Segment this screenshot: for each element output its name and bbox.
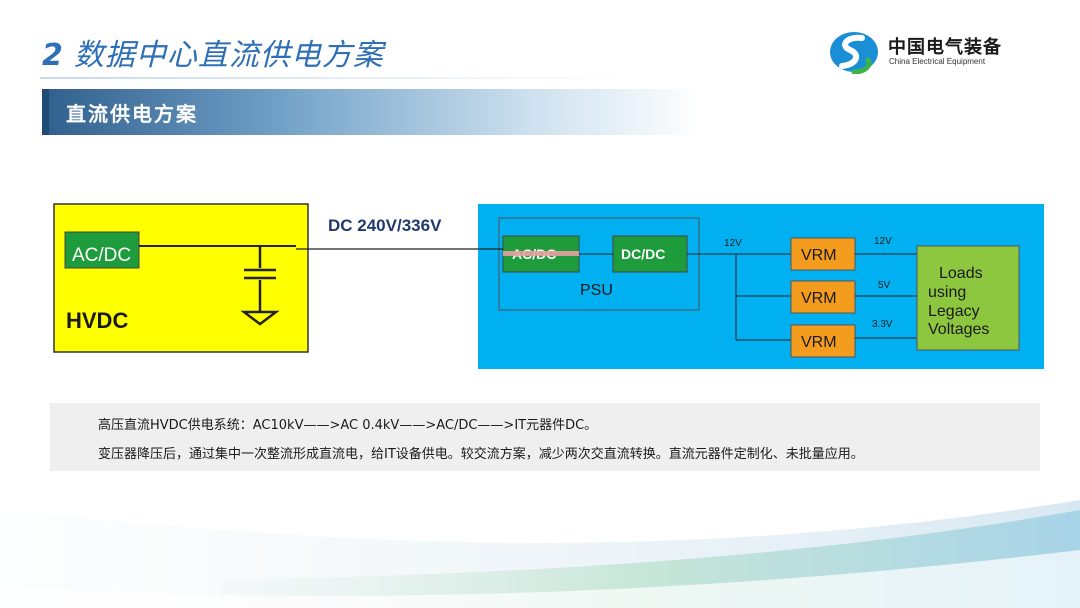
vrm-box-3 (790, 324, 856, 358)
slide-title: 2 数据中心直流供电方案 (42, 30, 384, 74)
hvdc-acdc-converter (64, 231, 140, 269)
loads-line-1: Loads (939, 265, 983, 282)
vrm-output-voltage-2: 5V (878, 280, 891, 291)
notes-line-1: 高压直流HVDC供电系统：AC10kV——>AC 0.4kV——>AC/DC——… (98, 418, 598, 433)
hvdc-acdc-label: AC/DC (72, 245, 131, 266)
vrm-label-2: VRM (801, 290, 837, 307)
footer-wave-decoration (0, 500, 1080, 608)
slide-number: 2 (42, 38, 64, 73)
psu-dcdc-label: DC/DC (621, 246, 665, 262)
notes-line-2: 变压器降压后，通过集中一次整流形成直流电，给IT设备供电。较交流方案，减少两次交… (98, 447, 864, 462)
section-header-accent (42, 89, 49, 135)
logo-name-cn: 中国电气装备 (888, 37, 1002, 58)
logo-name-en: China Electrical Equipment (889, 57, 986, 66)
psu-box (498, 217, 700, 311)
loads-line-2: using (928, 284, 966, 301)
notes-box: 高压直流HVDC供电系统：AC10kV——>AC 0.4kV——>AC/DC——… (50, 403, 1040, 471)
loads-box (916, 245, 1020, 351)
section-title: 直流供电方案 (66, 102, 198, 126)
hvdc-label: HVDC (66, 308, 128, 333)
slide-title-text: 数据中心直流供电方案 (73, 38, 384, 73)
vrm-label-1: VRM (801, 247, 837, 264)
loads-line-3: Legacy (928, 303, 980, 320)
vrm-box-1 (790, 237, 856, 271)
vrm-label-3: VRM (801, 334, 837, 351)
vrm-output-voltage-1: 12V (874, 236, 892, 247)
psu-output-voltage: 12V (724, 238, 742, 249)
psu-acdc-strike (503, 251, 579, 256)
vrm-output-voltage-3: 3.3V (872, 319, 893, 330)
capacitor-ground-icon (240, 246, 280, 326)
section-header-bar (42, 89, 702, 135)
company-logo: 中国电气装备 China Electrical Equipment (828, 30, 1028, 74)
loads-line-4: Voltages (928, 321, 989, 338)
title-underline (40, 77, 640, 79)
psu-label: PSU (580, 282, 613, 299)
dc-bus-label: DC 240V/336V (328, 216, 442, 235)
vrm-box-2 (790, 280, 856, 314)
logo-mark-icon (830, 32, 878, 74)
